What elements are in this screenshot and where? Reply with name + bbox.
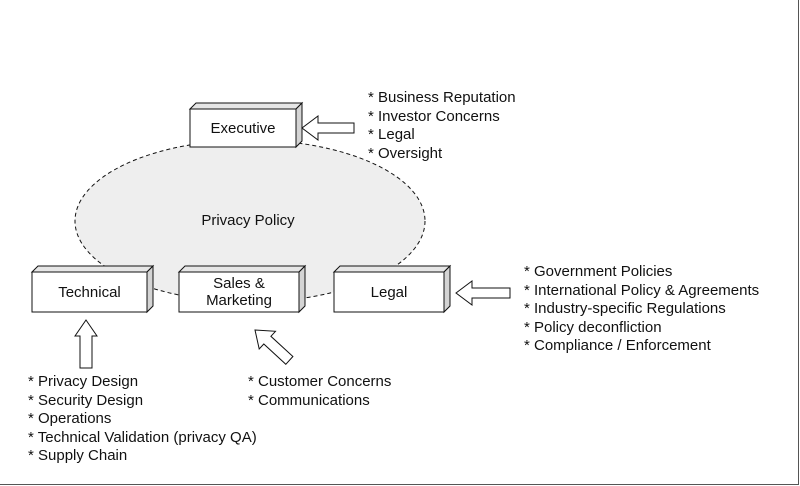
sales-marketing-box <box>177 264 307 314</box>
executive-box <box>188 101 304 149</box>
list-item: * Operations <box>28 410 112 427</box>
technical-box <box>30 264 155 314</box>
privacy-policy-label: Privacy Policy <box>201 212 295 229</box>
list-item: * Privacy Design <box>28 373 139 390</box>
list-item: * Technical Validation (privacy QA) <box>28 428 257 446</box>
list-item: * International Policy & Agreements <box>524 281 760 299</box>
technical-factors-list: * Privacy Design * Security Design * Ope… <box>28 373 257 466</box>
executive-factors-list: * Business Reputation * Investor Concern… <box>368 89 516 163</box>
technical-label: Technical <box>58 283 121 301</box>
executive-label: Executive <box>210 119 276 137</box>
list-item: * Compliance / Enforcement <box>524 337 711 354</box>
list-item: * Security Design <box>28 391 144 409</box>
list-item: * Industry-specific Regulations <box>524 300 726 317</box>
sales-factors-list: * Customer Concerns * Communications <box>248 373 391 410</box>
executive-inflow-arrow <box>301 115 355 141</box>
list-item: * Government Policies <box>524 263 673 280</box>
legal-label: Legal <box>370 283 408 301</box>
sales-inflow-arrow <box>254 329 294 366</box>
sales-marketing-label: Sales & Marketing <box>206 275 272 309</box>
list-item: * Legal <box>368 126 415 143</box>
list-item: * Supply Chain <box>28 447 128 464</box>
legal-inflow-arrow <box>455 280 511 306</box>
technical-inflow-arrow <box>74 319 98 369</box>
list-item: * Business Reputation <box>368 89 516 106</box>
list-item: * Policy deconfliction <box>524 318 662 336</box>
list-item: * Communications <box>248 391 370 409</box>
legal-factors-list: * Government Policies * International Po… <box>524 263 759 356</box>
list-item: * Customer Concerns <box>248 373 392 390</box>
list-item: * Oversight <box>368 144 443 162</box>
list-item: * Investor Concerns <box>368 107 500 125</box>
legal-box <box>332 264 452 314</box>
